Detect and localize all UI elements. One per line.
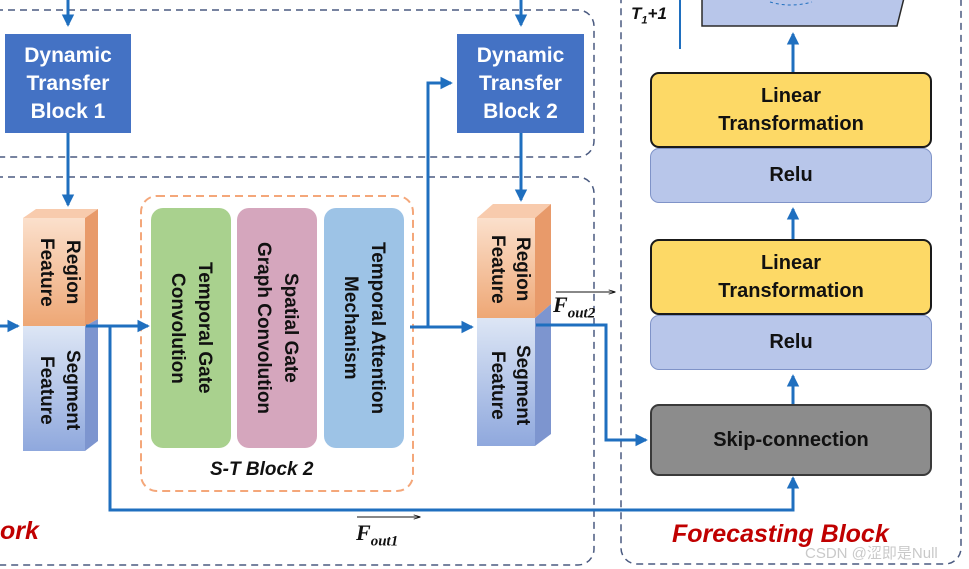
region-feature-label-right: Region Feature [487,234,533,304]
spatial-gate-graph-convolution-box: Spatial Gate Graph Convolution [237,208,317,448]
linear-transformation-box-2: Linear Transformation [650,239,932,315]
watermark: CSDN @涩即是Null [805,545,938,562]
segment-feature-label-right: Segment Feature [487,344,533,426]
region-feature-label-left: Region Feature [36,237,83,307]
temporal-gate-convolution-box: Temporal Gate Convolution [151,208,231,448]
forecasting-dashed-border [620,0,962,565]
f-out2-sub: out2 [567,305,596,322]
segment-feature-label-left: Segment Feature [36,349,83,431]
network-title-fragment: ork [0,517,39,545]
f-out1-sub: out1 [370,533,399,550]
output-time-label: T1+1 [631,4,667,26]
relu-box-2: Relu [650,315,932,370]
f-out1-base: F [356,520,371,545]
network-main-dashed-border [0,176,595,566]
dynamic-transfer-block-1: Dynamic Transfer Block 1 [5,34,131,133]
skip-connection-box: Skip-connection [650,404,932,476]
dynamic-transfer-block-2: Dynamic Transfer Block 2 [457,34,584,133]
temporal-gate-convolution-label: Temporal Gate Convolution [167,262,215,394]
network-top-dashed-border [0,9,595,158]
path-f-out1 [108,326,800,512]
arrow-st-to-dtb2 [410,76,453,329]
output-trapezoid-arc [769,1,813,6]
st-block-dashed-border [140,195,414,492]
f-out2-label: Fout2 [553,292,595,322]
spatial-gate-graph-convolution-label: Spatial Gate Graph Convolution [253,241,301,415]
f-out1-label: Fout1 [356,520,398,550]
f-out2-base: F [553,292,568,317]
feature-cube-right [477,204,551,446]
linear-transformation-box-1: Linear Transformation [650,72,932,148]
output-time-label-main: T [631,4,642,23]
path-f-out2 [536,323,648,447]
temporal-attention-mechanism-box: Temporal Attention Mechanism [324,208,404,448]
output-trapezoid [701,0,905,27]
st-block-title: S-T Block 2 [210,459,314,480]
forecasting-block-title: Forecasting Block [672,520,889,548]
output-time-label-tail: +1 [647,4,667,23]
feature-cube-left [23,209,98,451]
temporal-attention-mechanism-label: Temporal Attention Mechanism [340,241,388,415]
output-time-label-sub: 1 [641,14,648,27]
relu-box-1: Relu [650,148,932,203]
